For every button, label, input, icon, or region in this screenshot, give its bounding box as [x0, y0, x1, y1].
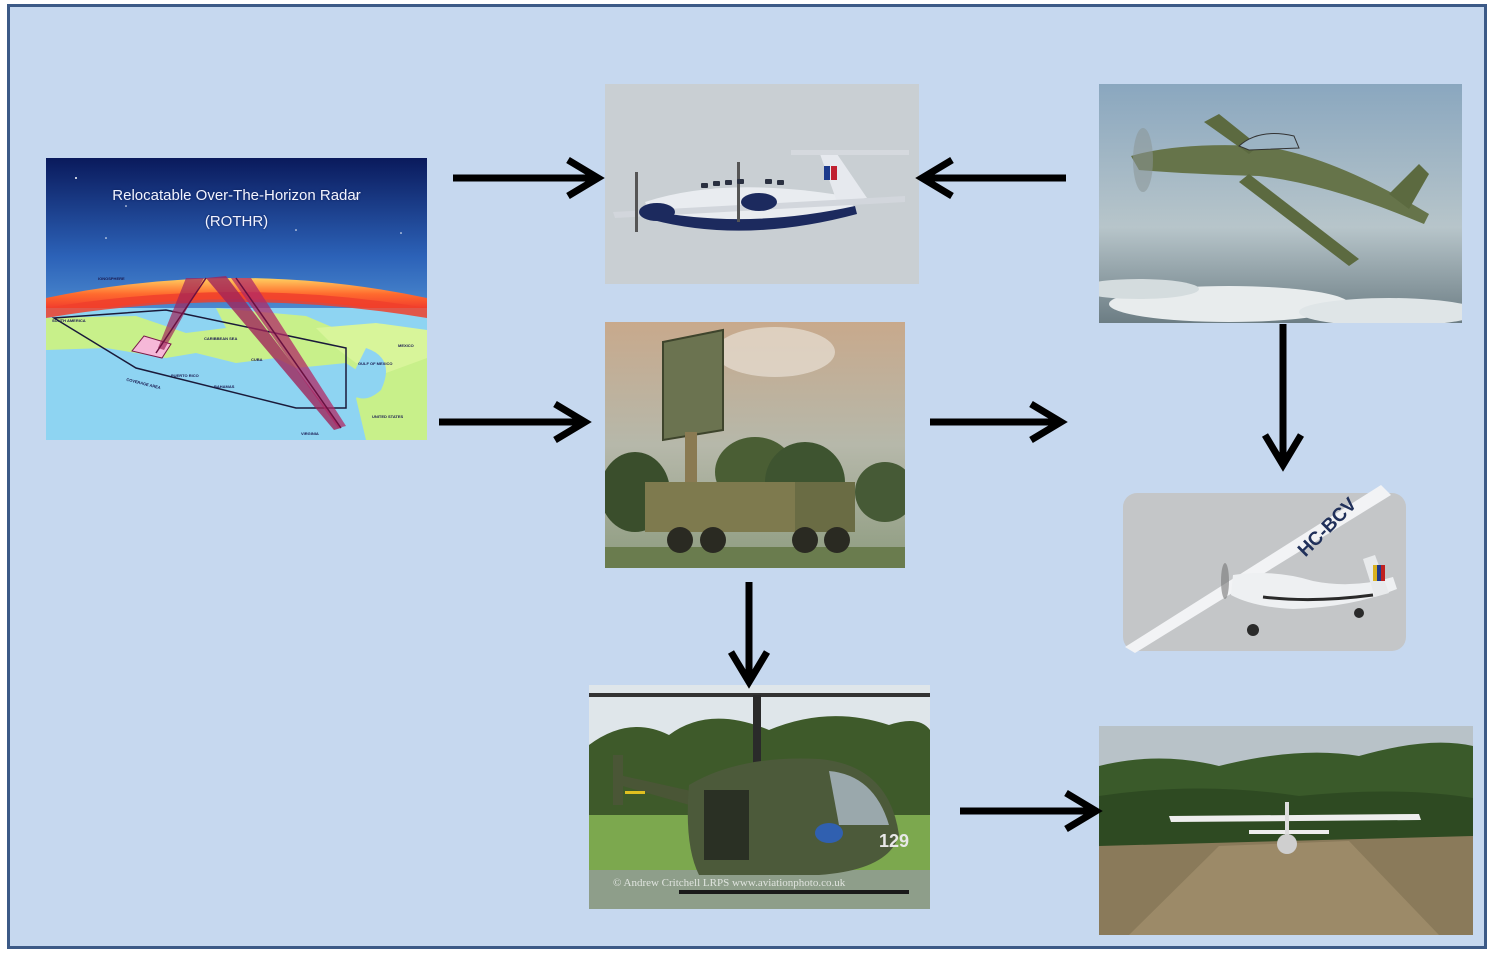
rothr-radar-map: Relocatable Over-The-Horizon Radar (ROTH… [46, 158, 427, 440]
label-south-america: SOUTH AMERICA [52, 318, 86, 323]
radar-truck-graphic [605, 322, 905, 568]
arrow-rothr-to-radar-truck [439, 400, 592, 444]
arrow-radar-truck-to-right [930, 400, 1068, 444]
suspect-cessna-photo: HC-BCV [1113, 485, 1413, 655]
photo-credit: © Andrew Critchell LRPS www.aviationphot… [613, 877, 846, 889]
arrow-radar-truck-to-helicopter [727, 582, 771, 689]
helicopter-tail-number: 129 [879, 831, 910, 851]
label-gulf-of-mexico: GULF OF MEXICO [358, 361, 393, 366]
label-mexico: MEXICO [398, 343, 414, 348]
patrol-aircraft-photo [605, 84, 919, 284]
rothr-title-line2: (ROTHR) [204, 213, 269, 230]
label-puerto-rico: PUERTO RICO [171, 373, 199, 378]
rothr-map-graphic [46, 158, 427, 440]
label-ionosphere: IONOSPHERE [98, 276, 125, 281]
attack-aircraft-graphic [1099, 84, 1462, 323]
label-united-states: UNITED STATES [372, 414, 404, 419]
helicopter-graphic [589, 685, 930, 909]
label-virginia: VIRGINIA [301, 431, 319, 436]
arrow-attack-plane-to-cessna [1261, 324, 1305, 472]
airstrip-graphic [1099, 726, 1473, 935]
jungle-airstrip-photo [1099, 726, 1473, 935]
attack-aircraft-photo [1099, 84, 1462, 323]
label-caribbean-sea: CARIBBEAN SEA [204, 336, 238, 341]
huey-helicopter-photo: 129 © Andrew Critchell LRPS www.aviation… [589, 685, 930, 909]
rothr-title-line1: Relocatable Over-The-Horizon Radar [112, 187, 361, 204]
cessna-graphic [1113, 485, 1413, 655]
mobile-radar-truck-photo [605, 322, 905, 568]
arrow-rothr-to-patrol-plane [453, 156, 605, 200]
patrol-aircraft-graphic [605, 84, 919, 284]
label-bahamas: BAHAMAS [214, 384, 235, 389]
arrow-helicopter-to-airstrip [960, 789, 1103, 833]
arrow-attack-plane-to-patrol-plane [915, 156, 1066, 200]
label-cuba: CUBA [251, 357, 263, 362]
